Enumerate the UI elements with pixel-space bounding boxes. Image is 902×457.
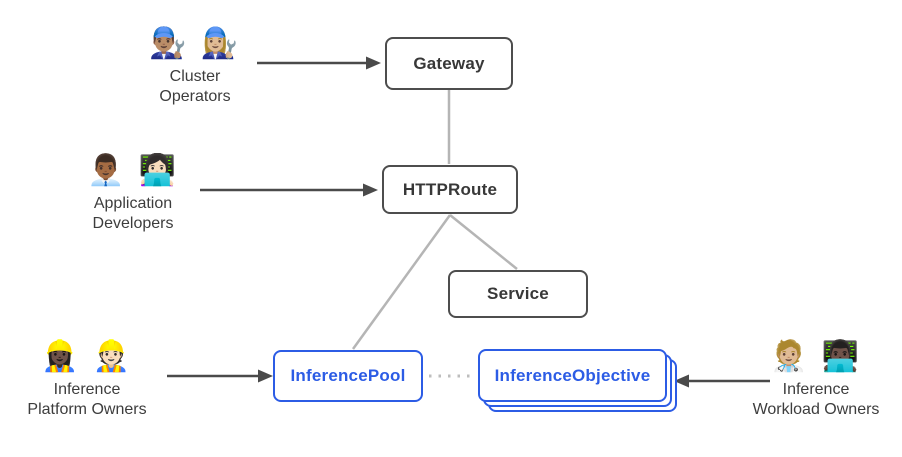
httproute-inferencepool-connector [351,214,452,350]
application-developers-icon: 👨🏾‍💼 👩🏻‍💻 [86,154,180,187]
inference-platform-owners-label: Inference Platform Owners [27,380,146,420]
cluster-operators-arrow [257,56,381,70]
inference-platform-owners-arrow [167,369,273,383]
cluster-operators-label: Cluster Operators [159,67,230,107]
cluster-operators-persona: 👨🏽‍🔧 👩🏼‍🔧 Cluster Operators [110,24,280,107]
application-developers-label-line2: Developers [92,215,174,232]
cluster-operators-icon: 👨🏽‍🔧 👩🏼‍🔧 [148,27,242,60]
gateway-node: Gateway [385,37,513,90]
inference-pool-node-label: InferencePool [290,366,406,385]
inference-objective-node-label: InferenceObjective [494,365,651,385]
gateway-node-label: Gateway [413,53,485,73]
inference-workload-owners-label-line1: Inference [782,381,850,398]
arrowhead-icon [363,183,378,197]
service-node-label: Service [487,284,549,303]
application-developers-persona: 👨🏾‍💼 👩🏻‍💻 Application Developers [48,151,218,234]
inference-platform-owners-icon: 👷🏿‍♀️ 👷🏻 [40,340,134,373]
arrowhead-icon [674,374,689,388]
inference-workload-owners-label: Inference Workload Owners [753,380,880,420]
httproute-node-label: HTTPRoute [402,179,498,199]
inference-platform-owners-label-line1: Inference [53,381,121,398]
inference-objective-node: InferenceObjective [478,349,667,402]
service-node: Service [448,270,588,318]
application-developers-label: Application Developers [93,194,174,234]
arrowhead-icon [366,56,381,70]
application-developers-arrow [200,183,378,197]
httproute-service-connector [449,214,518,270]
inference-pool-node: InferencePool [273,350,423,402]
inference-workload-owners-persona: 🧑🏼‍⚕️ 👨🏿‍💻 Inference Workload Owners [731,337,901,420]
inference-platform-owners-label-line2: Platform Owners [27,401,147,418]
application-developers-label-line1: Application [93,195,173,212]
inference-workload-owners-arrow [674,374,770,388]
inference-objective-stack: InferenceObjective [478,349,677,412]
cluster-operators-label-line1: Cluster [169,68,221,85]
cluster-operators-label-line2: Operators [159,88,231,105]
inference-workload-owners-label-line2: Workload Owners [752,401,880,418]
arrowhead-icon [258,369,273,383]
httproute-node: HTTPRoute [382,165,518,214]
inference-workload-owners-icon: 🧑🏼‍⚕️ 👨🏿‍💻 [769,340,863,373]
inference-platform-owners-persona: 👷🏿‍♀️ 👷🏻 Inference Platform Owners [2,337,172,420]
